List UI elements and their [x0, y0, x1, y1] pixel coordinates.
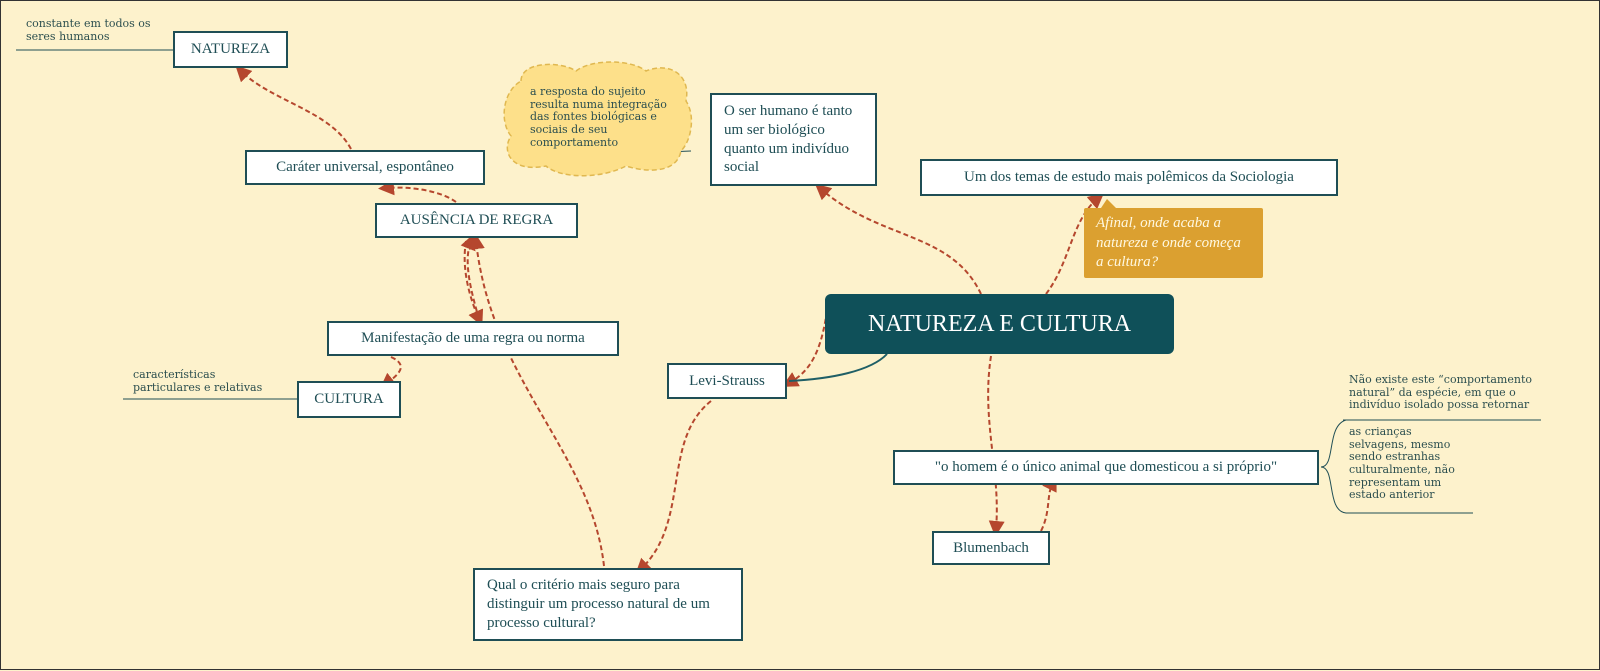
arrow-central-blumenbach: [987, 355, 1005, 537]
arrow-ausencia-manif: [463, 240, 484, 327]
arrow-central-temas: [1045, 192, 1105, 295]
node-blumenbach[interactable]: Blumenbach: [932, 531, 1050, 565]
arrow-manif-cultura: [379, 356, 402, 389]
node-ausencia[interactable]: AUSÊNCIA DE REGRA: [375, 203, 578, 238]
arrow-levi-criterio: [635, 400, 712, 575]
arrow-criterio-ausencia: [468, 233, 605, 567]
node-homem[interactable]: "o homem é o único animal que domesticou…: [893, 450, 1319, 485]
arrow-blumenbach-homem: [1040, 474, 1057, 532]
note-criancas: as crianças selvagens, mesmo sendo estra…: [1349, 425, 1455, 502]
callout-question: Afinal, onde acaba a natureza e onde com…: [1084, 208, 1263, 278]
note-cloud: a resposta do sujeito resulta numa integ…: [530, 85, 667, 149]
arrow-central-levi: [781, 310, 828, 387]
node-cultura[interactable]: CULTURA: [297, 381, 401, 418]
arrow-central-serhumano: [814, 183, 982, 295]
note-cultura: características particulares e relativas: [133, 368, 263, 394]
node-natureza[interactable]: NATUREZA: [173, 31, 288, 68]
node-ser-humano[interactable]: O ser humano é tanto um ser biológico qu…: [710, 93, 877, 186]
arrow-ausencia-carater: [378, 179, 457, 203]
arrow-carater-natureza: [235, 65, 352, 150]
central-topic[interactable]: NATUREZA E CULTURA: [825, 294, 1174, 354]
cloud-shape: [503, 61, 693, 177]
note-natureza: constante em todos os seres humanos: [26, 17, 151, 43]
node-manifestacao[interactable]: Manifestação de uma regra ou norma: [327, 321, 619, 356]
note-nao-existe: Não existe este “comportamento natural” …: [1349, 373, 1532, 412]
node-levi-strauss[interactable]: Levi-Strauss: [667, 363, 787, 399]
node-carater[interactable]: Caráter universal, espontâneo: [245, 150, 485, 185]
node-criterio[interactable]: Qual o critério mais seguro para disting…: [473, 568, 743, 641]
node-temas[interactable]: Um dos temas de estudo mais polêmicos da…: [920, 159, 1338, 196]
